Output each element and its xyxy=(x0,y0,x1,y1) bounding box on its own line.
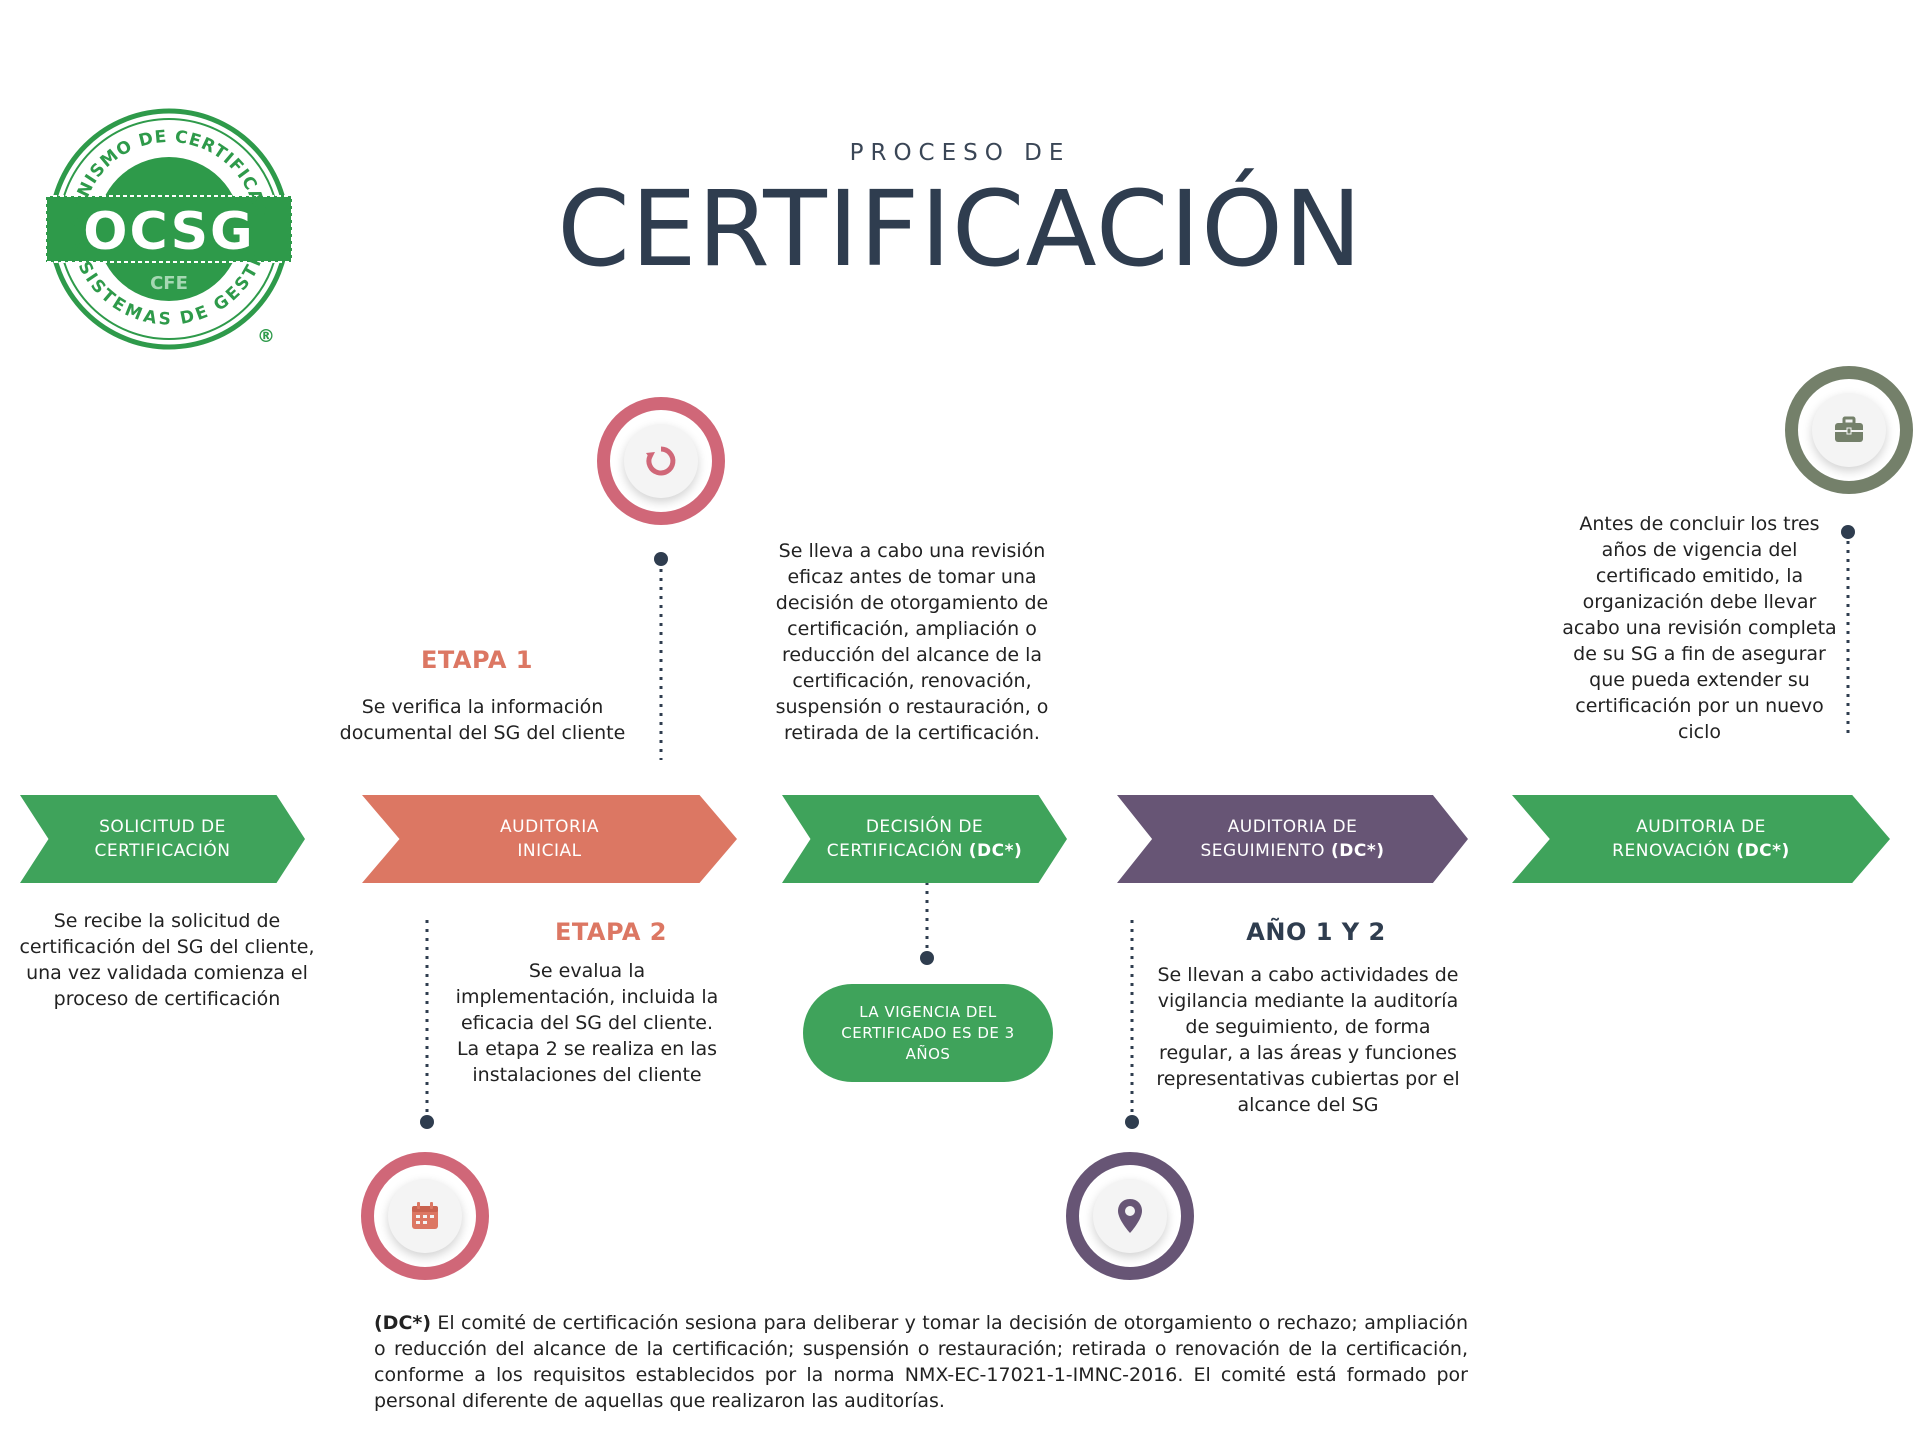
solicitud-description: Se recibe la solicitud de certificación … xyxy=(19,910,315,1010)
etapa2-dot xyxy=(420,1115,434,1129)
dc-footnote: (DC*) El comité de certificación sesiona… xyxy=(374,1310,1468,1414)
vigencia-dot xyxy=(920,951,934,965)
ocsg-logo: ORGANISMO DE CERTIFICACIÓN DE SISTEMAS D… xyxy=(36,87,294,354)
ocsg-seal-graphic: ORGANISMO DE CERTIFICACIÓN DE SISTEMAS D… xyxy=(36,87,293,350)
vigencia-badge: LA VIGENCIA DEL CERTIFICADO ES DE 3 AÑOS xyxy=(803,984,1053,1082)
etapa2-title: ETAPA 2 xyxy=(555,918,667,946)
anio-description: Se llevan a cabo actividades de vigilanc… xyxy=(1156,964,1460,1116)
dc-footnote-text: El comité de certificación sesiona para … xyxy=(374,1312,1468,1412)
decision-description: Se lleva a cabo una revisión eficaz ante… xyxy=(775,540,1049,744)
dc-footnote-label: (DC*) xyxy=(374,1312,432,1334)
map-pin-icon xyxy=(1118,1199,1142,1233)
renovacion-description: Antes de concluir los tres años de vigen… xyxy=(1562,513,1837,743)
etapa1-dot xyxy=(654,552,668,566)
renovacion-dot xyxy=(1841,525,1855,539)
etapa1-title: ETAPA 1 xyxy=(421,646,533,674)
seguimiento-dot xyxy=(1125,1115,1139,1129)
calendar-icon xyxy=(412,1202,438,1229)
anio-title: AÑO 1 Y 2 xyxy=(1246,918,1386,946)
page-title: CERTIFICACIÓN xyxy=(557,168,1363,290)
etapa1-description: Se verifica la información documental de… xyxy=(339,696,626,744)
circle-arrows-icon xyxy=(646,446,676,476)
svg-text:®: ® xyxy=(257,326,275,347)
svg-text:OCSG: OCSG xyxy=(83,202,254,262)
etapa2-description: Se evalua la implementación, incluida la… xyxy=(455,960,719,1086)
page-subtitle: PROCESO DE xyxy=(849,140,1071,166)
briefcase-icon xyxy=(1835,416,1863,442)
svg-text:CFE: CFE xyxy=(150,273,188,294)
